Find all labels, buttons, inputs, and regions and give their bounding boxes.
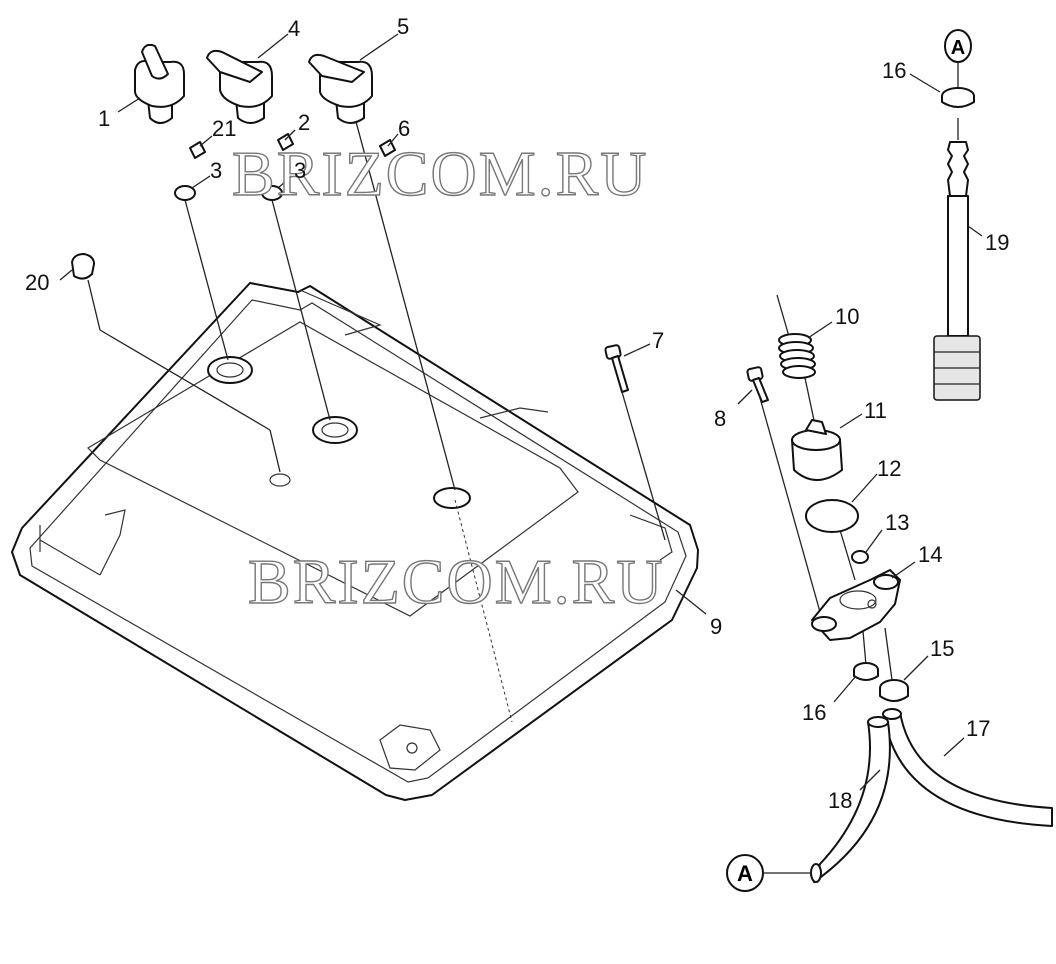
callout-numbers: 1 4 5 21 2 6 3 3 20 7 8 9 10 11 12 13 14… — [25, 14, 1009, 813]
small-parts-2-6-21-3 — [174, 133, 396, 201]
callout-13: 13 — [885, 510, 909, 535]
callout-12: 12 — [877, 456, 901, 481]
cap-part-4 — [206, 49, 273, 124]
clamp-part-15 — [879, 679, 909, 702]
callout-7: 7 — [652, 328, 664, 353]
marker-a-bottom-label: A — [737, 861, 753, 886]
callout-18: 18 — [828, 788, 852, 813]
callout-2: 2 — [298, 110, 310, 135]
callout-15: 15 — [930, 636, 954, 661]
marker-a-bottom: A — [726, 854, 812, 892]
assembly-leader-lines — [87, 62, 959, 723]
callout-3-right: 3 — [294, 158, 306, 183]
tank-lid-part-9 — [11, 282, 699, 801]
housing-part-14 — [811, 569, 901, 641]
callout-11: 11 — [864, 398, 887, 423]
watermark-middle: BRIZCOM.RU — [248, 546, 665, 617]
callout-8: 8 — [714, 406, 726, 431]
hose-part-17 — [882, 708, 1053, 827]
callout-1: 1 — [98, 106, 110, 131]
clamp-part-16-lower — [853, 662, 879, 681]
plug-part-20 — [71, 253, 95, 280]
watermark-top: BRIZCOM.RU — [232, 138, 649, 209]
cap-part-1 — [134, 43, 185, 124]
callout-16-lower: 16 — [802, 700, 826, 725]
callout-14: 14 — [918, 542, 942, 567]
filter-tube-part-19 — [933, 141, 981, 401]
callout-17: 17 — [966, 716, 990, 741]
screw-part-8 — [746, 366, 769, 403]
marker-a-top: A — [944, 29, 972, 63]
callout-3-left: 3 — [210, 158, 222, 183]
callout-5: 5 — [397, 14, 409, 39]
o-ring-part-13 — [851, 550, 869, 564]
callout-19: 19 — [985, 230, 1009, 255]
callout-21: 21 — [212, 116, 236, 141]
clamp-part-16-upper — [941, 87, 975, 108]
callout-6: 6 — [398, 116, 410, 141]
marker-a-top-label: A — [951, 37, 965, 59]
callout-16-upper: 16 — [882, 58, 906, 83]
valve-part-11 — [791, 419, 843, 481]
callout-20: 20 — [25, 270, 49, 295]
callout-10: 10 — [835, 304, 859, 329]
hose-part-18 — [810, 716, 891, 883]
callout-4: 4 — [288, 16, 300, 41]
cap-part-5 — [308, 53, 373, 124]
o-ring-part-12 — [805, 499, 859, 533]
spring-part-10 — [778, 333, 816, 379]
callout-9: 9 — [710, 614, 722, 639]
callout-leaders — [59, 33, 983, 791]
screw-part-7 — [604, 344, 629, 393]
